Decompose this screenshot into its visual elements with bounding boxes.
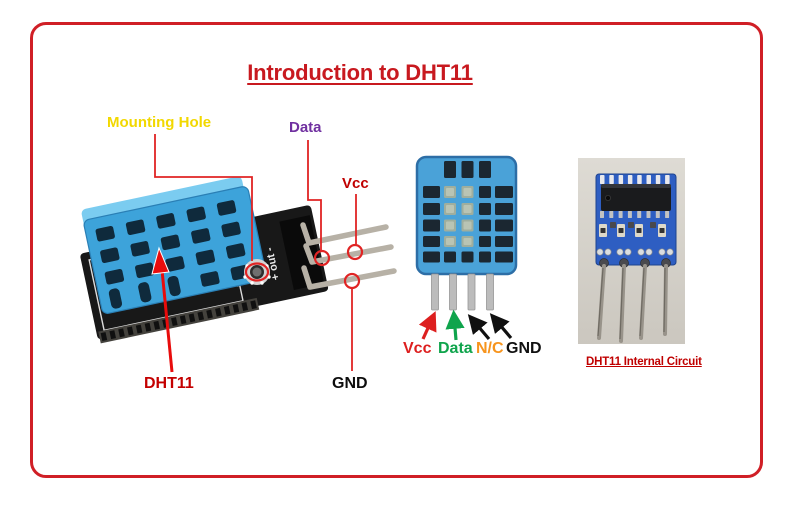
pin-label-vcc: Vcc [403, 340, 432, 357]
internal-circuit-caption: DHT11 Internal Circuit [586, 356, 702, 368]
gnd-arrow-icon [489, 313, 513, 340]
slide-border [30, 22, 763, 478]
data-label: Data [289, 119, 322, 136]
pin-label-data: Data [438, 340, 473, 357]
pin-label-nc: N/C [476, 340, 504, 357]
gnd-label: GND [332, 375, 368, 392]
annotation-leaders [154, 134, 364, 371]
page-title: Introduction to DHT11 [247, 60, 473, 85]
mounting-hole-label: Mounting Hole [107, 114, 212, 131]
nc-arrow-icon [467, 314, 491, 341]
dht11-part-label: DHT11 [144, 375, 194, 392]
vcc-arrow-icon [418, 311, 437, 340]
dht11-module-photo: + out - [80, 176, 397, 344]
pin-label-gnd: GND [506, 340, 542, 357]
vcc-label: Vcc [342, 175, 369, 192]
dht11-pointer-arrow [151, 246, 174, 373]
dht11-pinout-figure [415, 155, 518, 341]
data-arrow-icon [445, 309, 465, 341]
internal-circuit-photo [578, 158, 685, 344]
